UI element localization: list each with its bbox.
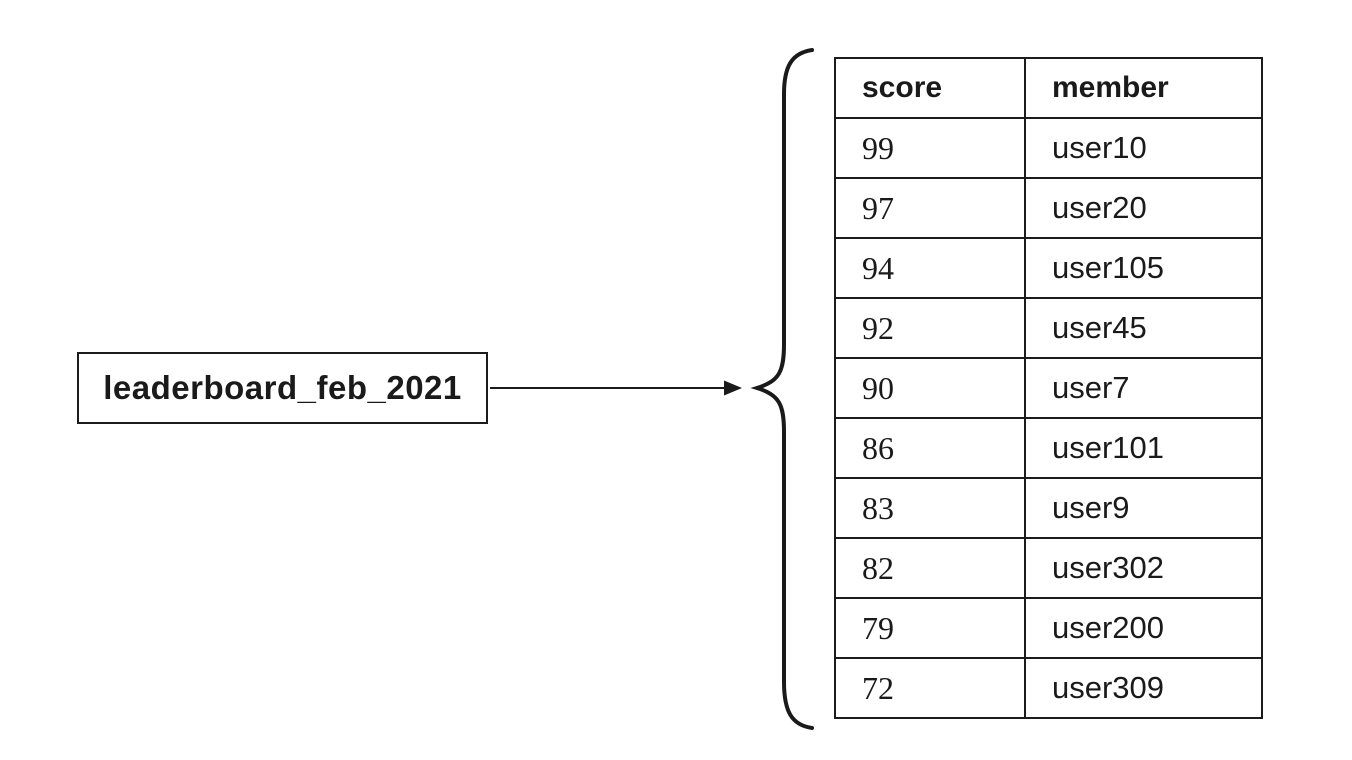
score-cell: 99	[834, 117, 1026, 179]
member-cell: user101	[1024, 417, 1263, 479]
score-cell: 92	[834, 297, 1026, 359]
member-cell: user7	[1024, 357, 1263, 419]
key-box: leaderboard_feb_2021	[77, 352, 488, 424]
score-cell: 83	[834, 477, 1026, 539]
score-cell: 97	[834, 177, 1026, 239]
member-cell: user10	[1024, 117, 1263, 179]
member-column-header: member	[1024, 57, 1263, 119]
score-cell: 72	[834, 657, 1026, 719]
member-cell: user309	[1024, 657, 1263, 719]
member-cell: user20	[1024, 177, 1263, 239]
key-label: leaderboard_feb_2021	[103, 369, 462, 406]
score-cell: 94	[834, 237, 1026, 299]
member-cell: user105	[1024, 237, 1263, 299]
member-cell: user302	[1024, 537, 1263, 599]
member-cell: user45	[1024, 297, 1263, 359]
score-column-header: score	[834, 57, 1026, 119]
member-cell: user9	[1024, 477, 1263, 539]
score-cell: 86	[834, 417, 1026, 479]
arrowhead-icon	[724, 380, 742, 396]
table-header-row: score member	[834, 57, 1263, 119]
score-cell: 79	[834, 597, 1026, 659]
left-curly-brace-icon	[750, 48, 814, 730]
score-cell: 90	[834, 357, 1026, 419]
score-cell: 82	[834, 537, 1026, 599]
member-cell: user200	[1024, 597, 1263, 659]
